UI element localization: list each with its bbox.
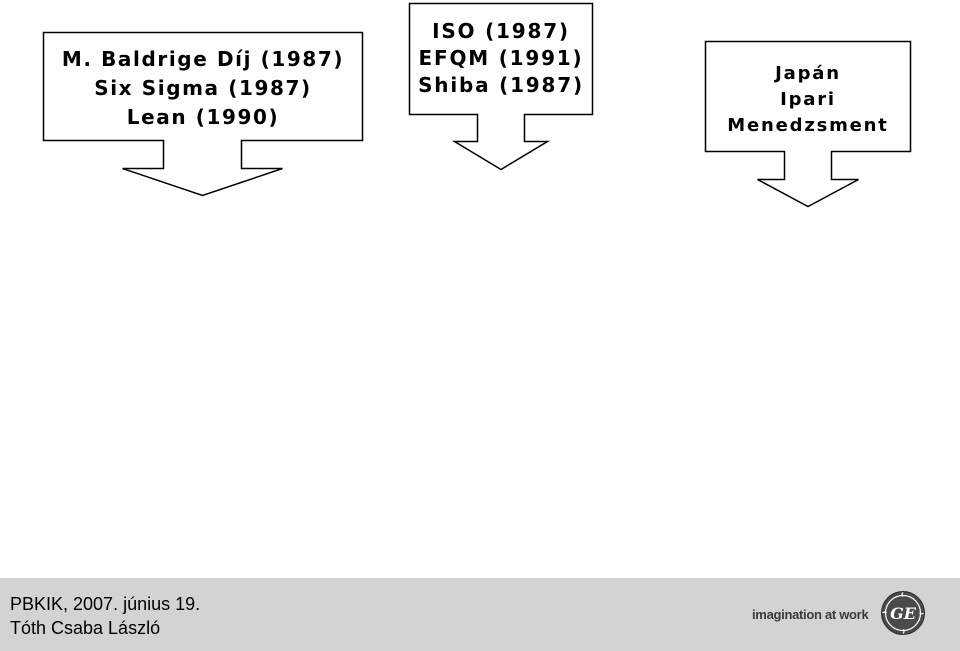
callout-text: M. Baldrige Díj (1987) Six Sigma (1987) … (42, 45, 364, 132)
slide-footer: PBKIK, 2007. június 19. Tóth Csaba Lászl… (0, 578, 960, 651)
ge-logo-icon: GE (881, 591, 925, 635)
callout-line: ISO (1987) (432, 19, 570, 43)
callout-line: Japán (775, 63, 841, 84)
callout-text: Japán Ipari Menedzsment (704, 61, 912, 139)
ge-logo-letters: GE (890, 604, 917, 623)
footer-author: Tóth Csaba László (10, 618, 161, 638)
ge-tagline: imagination at work (752, 607, 869, 622)
callout-iso-efqm-shiba: ISO (1987) EFQM (1991) Shiba (1987) (408, 2, 594, 172)
callout-japan-industrial-management: Japán Ipari Menedzsment (704, 40, 912, 208)
down-arrow-callout-shape (704, 40, 912, 208)
down-arrow-callout-shape (42, 31, 364, 197)
callout-line: Lean (1990) (126, 105, 280, 129)
callout-line: Menedzsment (727, 115, 889, 136)
callout-line: Six Sigma (1987) (94, 76, 312, 100)
callout-line: Ipari (780, 89, 836, 110)
callout-line: M. Baldrige Díj (1987) (61, 47, 345, 71)
callout-line: EFQM (1991) (418, 46, 584, 70)
footer-text: PBKIK, 2007. június 19. Tóth Csaba Lászl… (10, 592, 200, 640)
callout-text: ISO (1987) EFQM (1991) Shiba (1987) (408, 18, 594, 99)
footer-event-date: PBKIK, 2007. június 19. (10, 594, 201, 614)
callout-line: Shiba (1987) (418, 73, 584, 97)
callout-baldrige-sixsigma-lean: M. Baldrige Díj (1987) Six Sigma (1987) … (42, 31, 364, 199)
down-arrow-callout-shape (408, 2, 594, 171)
